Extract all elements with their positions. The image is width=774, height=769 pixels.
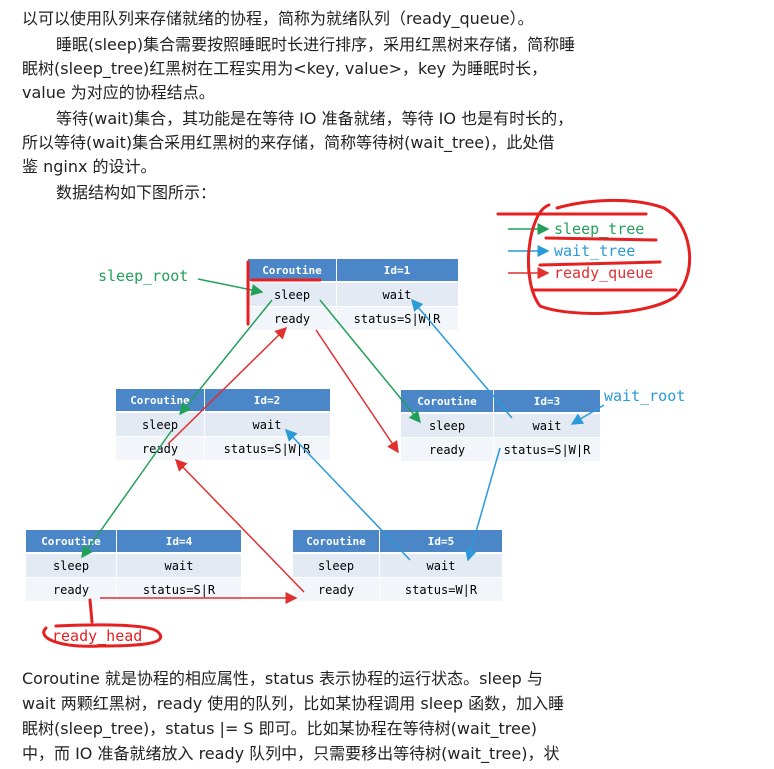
node-4-header-right: Id=4	[166, 535, 193, 548]
node-2-header-left: Coroutine	[130, 394, 190, 407]
node-2-wait: wait	[253, 418, 282, 432]
text-line-1: 以可以使用队列来存储就绪的协程，简称为就绪队列（ready_queue）。	[22, 9, 534, 28]
node-3-header-right: Id=3	[534, 395, 561, 408]
text-p2-line-3: value 为对应的协程结点。	[22, 83, 215, 102]
text-bottom-line-2: wait 两颗红黑树，ready 使用的队列，比如某协程调用 sleep 函数，…	[22, 694, 565, 713]
node-5-header-left: Coroutine	[306, 535, 366, 548]
node-5: Coroutine Id=5 sleep wait ready status=W…	[293, 530, 502, 601]
node-2-header-right: Id=2	[254, 394, 281, 407]
text-p2-line-1: 睡眠(sleep)集合需要按照睡眠时长进行排序，采用红黑树来存储，简称睡	[56, 35, 576, 54]
node-3-wait: wait	[533, 419, 562, 433]
ready-queue-arrows	[100, 326, 399, 604]
node-1-header-right: Id=1	[384, 264, 411, 277]
node-1: Coroutine Id=1 sleep wait ready status=S…	[248, 259, 458, 330]
node-3: Coroutine Id=3 sleep wait ready status=S…	[401, 390, 600, 461]
node-4-header-left: Coroutine	[41, 535, 101, 548]
node-1-sleep: sleep	[274, 288, 310, 302]
handwritten-annotations	[42, 198, 692, 648]
node-3-sleep: sleep	[429, 419, 465, 433]
node-5-sleep: sleep	[318, 559, 354, 573]
text-p3-line-1: 等待(wait)集合，其功能是在等待 IO 准备就绪，等待 IO 也是有时长的，	[56, 109, 574, 128]
legend-wait-tree: wait_tree	[554, 242, 635, 260]
sleep-root-label: sleep_root	[98, 267, 188, 285]
legend: sleep_tree wait_tree ready_queue	[508, 220, 653, 282]
node-3-header-left: Coroutine	[417, 395, 477, 408]
node-2: Coroutine Id=2 sleep wait ready status=S…	[116, 389, 330, 460]
node-1-wait: wait	[383, 288, 412, 302]
text-p3-line-3: 鉴 nginx 的设计。	[22, 157, 157, 176]
node-3-status: status=S|W|R	[504, 443, 591, 457]
node-2-status: status=S|W|R	[224, 442, 311, 456]
node-4-ready: ready	[53, 583, 89, 597]
text-bottom-line-4: 中，而 IO 准备就绪放入 ready 队列中，只需要移出等待树(wait_tr…	[22, 744, 560, 763]
wait-tree-arrows	[284, 298, 605, 562]
node-4-status: status=S|R	[143, 583, 216, 597]
legend-ready-queue: ready_queue	[554, 264, 653, 282]
text-p2-line-2: 眠树(sleep_tree)红黑树在工程实用为<key, value>，key …	[22, 59, 548, 78]
text-bottom-line-3: 眠树(sleep_tree)，status |= S 即可。比如某协程在等待树(…	[22, 719, 537, 738]
node-1-header-left: Coroutine	[262, 264, 322, 277]
node-1-ready: ready	[274, 312, 310, 326]
text-p3-line-2: 所以等待(wait)集合采用红黑树的来存储，简称等待树(wait_tree)，此…	[22, 133, 555, 152]
node-5-ready: ready	[318, 583, 354, 597]
node-4-sleep: sleep	[53, 559, 89, 573]
wait-root-label: wait_root	[604, 387, 685, 405]
node-2-ready: ready	[142, 442, 178, 456]
legend-sleep-tree: sleep_tree	[554, 220, 644, 238]
sleep-tree-arrows	[81, 278, 421, 559]
node-4: Coroutine Id=4 sleep wait ready status=S…	[26, 530, 241, 601]
ready-head-label: ready_head	[52, 627, 142, 645]
node-5-wait: wait	[427, 559, 456, 573]
node-2-sleep: sleep	[142, 418, 178, 432]
node-3-ready: ready	[429, 443, 465, 457]
node-5-header-right: Id=5	[428, 535, 455, 548]
node-4-wait: wait	[165, 559, 194, 573]
text-bottom-line-1: Coroutine 就是协程的相应属性，status 表示协程的运行状态。sle…	[22, 669, 543, 688]
node-1-status: status=S|W|R	[354, 312, 441, 326]
node-5-status: status=W|R	[405, 583, 478, 597]
text-p4-line-1: 数据结构如下图所示：	[56, 183, 217, 202]
